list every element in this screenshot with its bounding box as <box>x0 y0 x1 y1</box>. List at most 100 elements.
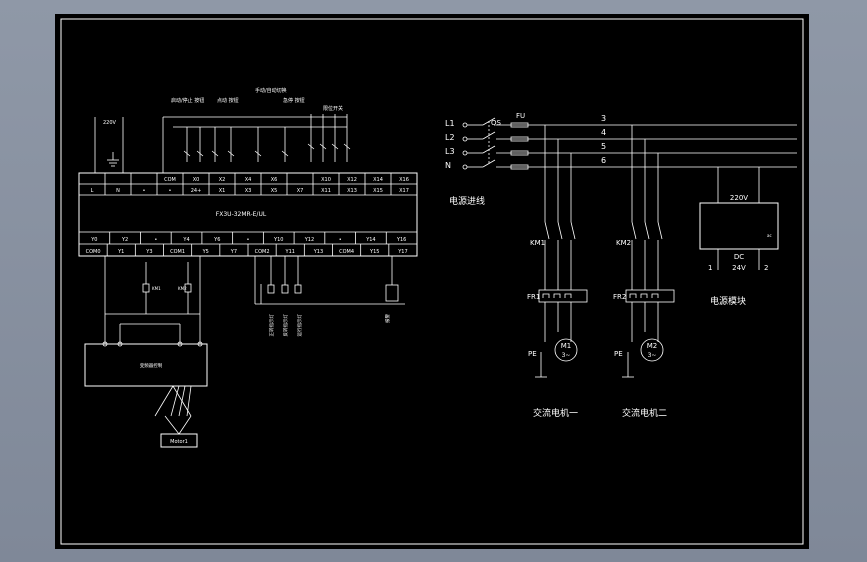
plc-terminal: X4 <box>245 177 252 183</box>
plc-terminal: X7 <box>297 188 304 194</box>
plc-terminal: X0 <box>193 177 200 183</box>
plc-terminal: COM0 <box>86 249 101 255</box>
phase-l2: L2 <box>445 133 455 142</box>
output-label-2: 反转指示灯 <box>282 314 289 337</box>
phase-l3: L3 <box>445 147 455 156</box>
psu-dc-voltage: 24V <box>732 264 746 272</box>
motor-branch-1 <box>535 125 588 378</box>
plc-terminal: Y3 <box>145 249 152 255</box>
lamp-3 <box>294 284 302 294</box>
plc-terminal: X16 <box>399 177 409 183</box>
motor-label-m2: M2 <box>647 342 658 350</box>
plc-terminal: Y11 <box>285 249 295 255</box>
psu-ac-label: 220V <box>730 194 748 202</box>
plc-terminal: COM4 <box>339 249 354 255</box>
plc-terminal: COM <box>164 177 176 183</box>
plc-terminal: X15 <box>373 188 383 194</box>
wire-number-4: 4 <box>601 128 606 137</box>
output-label-1: 正转指示灯 <box>268 314 275 337</box>
plc-terminal: X6 <box>271 177 278 183</box>
plc-terminal: • <box>339 237 342 243</box>
wire-number-3: 3 <box>601 114 606 123</box>
psu-dc-label: DC <box>734 253 744 261</box>
input-label-3: 手动/自动切换 <box>255 87 287 94</box>
input-label-1: 启动/停止 按钮 <box>171 97 204 104</box>
earth-label-1: PE <box>528 350 537 358</box>
schematic-drawing: 220V <box>60 18 804 545</box>
motor-title-2: 交流电机二 <box>622 407 667 419</box>
breaker-label: QS <box>491 119 502 127</box>
psu-terminal-1: 1 <box>708 264 712 272</box>
plc-terminal: Y5 <box>202 249 209 255</box>
plc-terminal: • <box>169 188 172 194</box>
plc-terminal: • <box>154 237 157 243</box>
plc-terminal: Y12 <box>304 237 314 243</box>
plc-terminal: COM1 <box>170 249 185 255</box>
input-terminals-top: COM X0 X2 X4 X6 X10 X12 X14 X16 <box>104 173 409 184</box>
inverter-label: 变频器控制 <box>140 362 163 369</box>
fuse-label: FU <box>516 112 525 120</box>
plc-terminal: X1 <box>219 188 226 194</box>
motor-phase-m2: 3~ <box>648 352 657 359</box>
motor-title-1: 交流电机一 <box>533 407 578 419</box>
breaker-qs <box>467 117 496 168</box>
plc-terminal: COM2 <box>255 249 270 255</box>
plc-terminal: X3 <box>245 188 252 194</box>
phase-l1: L1 <box>445 119 455 128</box>
plc-terminal: Y2 <box>121 237 128 243</box>
plc-terminal: Y16 <box>396 237 406 243</box>
motor-box-label: Motor1 <box>170 439 188 445</box>
plc-terminal: X10 <box>321 177 331 183</box>
plc-terminal: X5 <box>271 188 278 194</box>
power-section: L1 L2 L3 N QS FU <box>445 112 797 419</box>
plc-model: FX3U-32MR-E/UL <box>216 211 267 218</box>
thermal-relay-label-fr1: FR1 <box>527 293 540 301</box>
psu-terminal-2: 2 <box>764 264 768 272</box>
plc-terminal: X13 <box>347 188 357 194</box>
plc-terminal: Y17 <box>397 249 407 255</box>
plc-terminal: Y15 <box>369 249 379 255</box>
plc-section: 220V <box>78 87 418 448</box>
incoming-power-label: 电源进线 <box>449 195 485 207</box>
phase-n: N <box>445 161 451 170</box>
psu-title: 电源模块 <box>710 295 746 307</box>
plc-terminal: X14 <box>373 177 383 183</box>
plc-terminal: 24+ <box>191 188 202 194</box>
drawing-sheet[interactable]: 220V <box>55 14 809 549</box>
motor-label-m1: M1 <box>561 342 572 350</box>
lamp-2 <box>281 284 289 294</box>
wire-number-5: 5 <box>601 142 606 151</box>
lamp-alarm <box>385 284 399 302</box>
contactor-label-km2: KM2 <box>616 239 631 247</box>
input-label-5: 限位开关 <box>323 105 343 112</box>
plc-terminal: Y4 <box>182 237 189 243</box>
plc-terminal: Y13 <box>313 249 323 255</box>
thermal-relay-label-fr2: FR2 <box>613 293 626 301</box>
lamp-1 <box>267 284 275 294</box>
input-label-4: 急停 按钮 <box>283 97 305 104</box>
plc-terminal: Y10 <box>273 237 283 243</box>
earth-label-2: PE <box>614 350 623 358</box>
plc-terminal: • <box>143 188 146 194</box>
wire-number-6: 6 <box>601 156 606 165</box>
sheet-border <box>60 18 804 545</box>
motor-phase-m1: 3~ <box>562 352 571 359</box>
plc-terminal: Y14 <box>365 237 375 243</box>
inverter-box <box>84 343 208 387</box>
psu-side-mark: ac <box>767 233 772 238</box>
plc-terminal: N <box>116 188 120 194</box>
relay-label-km1: KM1 <box>152 286 161 291</box>
plc-terminal: X2 <box>219 177 226 183</box>
plc-terminal: • <box>247 237 250 243</box>
input-switches <box>183 114 351 162</box>
supply-voltage-label: 220V <box>103 120 117 126</box>
contactor-label-km1: KM1 <box>530 239 545 247</box>
plc-terminal: Y7 <box>230 249 237 255</box>
plc-terminal: X12 <box>347 177 357 183</box>
power-supply-module <box>699 167 779 270</box>
output-label-3: 运行指示灯 <box>296 314 303 337</box>
